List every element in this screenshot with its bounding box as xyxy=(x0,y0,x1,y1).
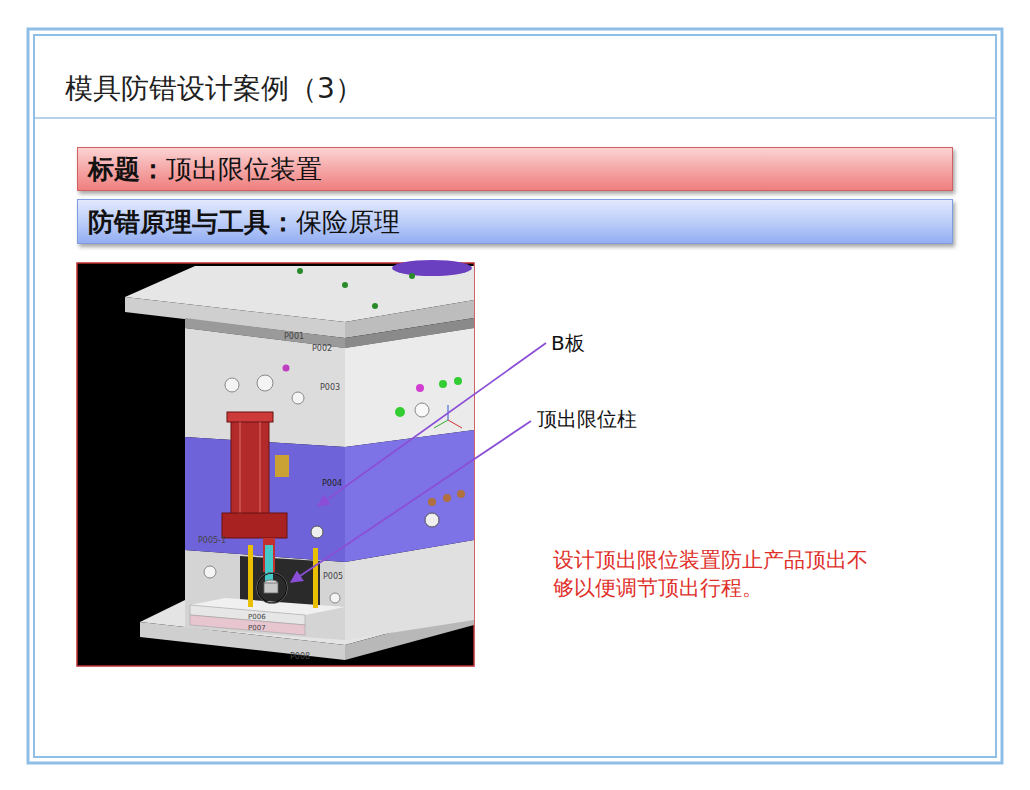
slide-title: 模具防错设计案例（3） xyxy=(65,70,363,108)
banner-heading: 防错原理与工具： xyxy=(88,205,296,239)
leader-line xyxy=(318,343,546,506)
plate-number: P002 xyxy=(312,344,332,353)
mold-illustration xyxy=(77,260,474,666)
leader-line xyxy=(291,421,531,582)
plate-number: P008 xyxy=(290,652,310,661)
part-label: B板 xyxy=(551,330,585,357)
inner-frame xyxy=(34,35,996,757)
principle-banner: 防错原理与工具：保险原理 xyxy=(77,199,953,244)
plate-number: P003 xyxy=(320,383,340,392)
banner-heading: 标题： xyxy=(88,152,166,186)
part-label: 顶出限位柱 xyxy=(537,406,637,433)
note-text: 设计顶出限位装置防止产品顶出不够以便调节顶出行程。 xyxy=(553,546,875,602)
plate-number: P007 xyxy=(248,624,266,632)
title-rule xyxy=(35,117,996,119)
plate-number: P005-1 xyxy=(198,536,226,545)
title-banner: 标题：顶出限位装置 xyxy=(77,147,953,191)
banner-body: 保险原理 xyxy=(296,205,400,239)
outer-frame xyxy=(28,29,1002,763)
plate-number: P005 xyxy=(323,572,343,581)
plate-number: P001 xyxy=(284,332,304,341)
banner-body: 顶出限位装置 xyxy=(166,152,322,186)
plate-number: P004 xyxy=(322,479,342,488)
plate-number: P006 xyxy=(248,613,266,621)
